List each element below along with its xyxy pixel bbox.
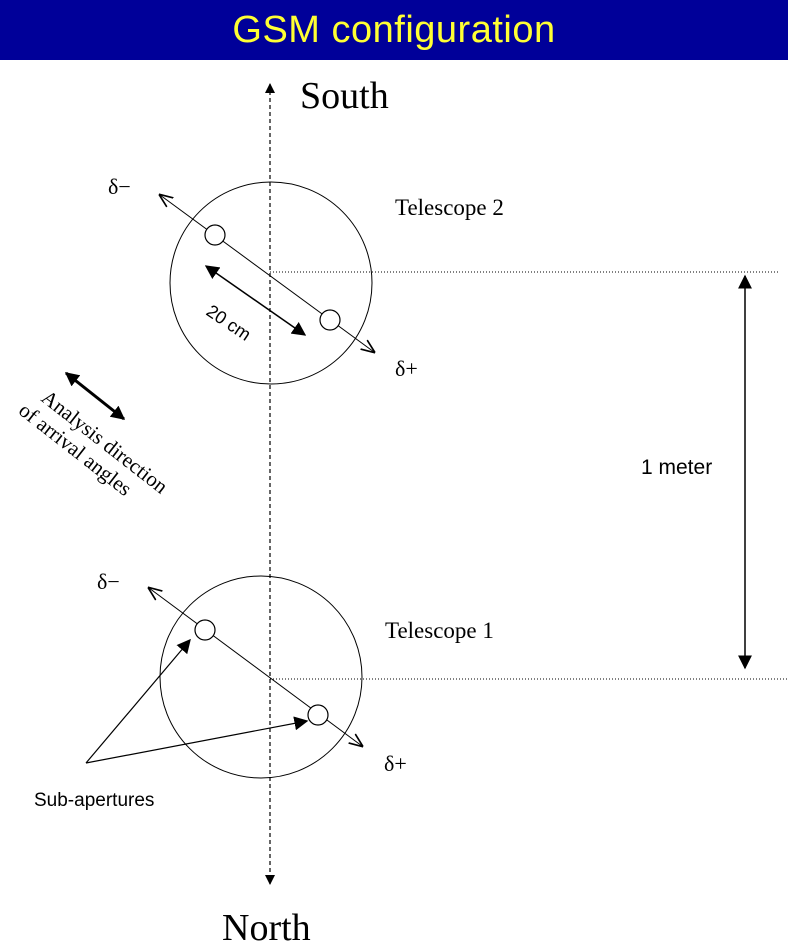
telescope-1: Telescope 1 δ− δ+ [97, 569, 494, 779]
telescope1-delta-plus: δ+ [384, 751, 407, 776]
subaperture-pointer-2 [85, 716, 309, 764]
subaperture-pointer-1 [85, 638, 191, 764]
telescope1-label: Telescope 1 [385, 618, 494, 643]
telescope2-delta-plus: δ+ [395, 356, 418, 381]
telescope2-label: Telescope 2 [395, 195, 504, 220]
telescope1-baseline-arrow [149, 588, 362, 746]
twenty-cm-arrow [204, 265, 307, 336]
telescope2-subaperture-1 [204, 224, 226, 246]
telescope1-subaperture-2 [307, 704, 329, 726]
telescope2-baseline-arrow [160, 195, 374, 352]
telescope1-delta-minus: δ− [97, 569, 120, 594]
page-title: GSM configuration [232, 8, 556, 51]
telescope2-aperture [169, 181, 373, 385]
north-label: North [222, 907, 311, 947]
telescope2-delta-minus: δ− [108, 174, 131, 199]
one-meter-label: 1 meter [641, 456, 712, 479]
telescope1-aperture [159, 575, 363, 779]
telescope2-subaperture-2 [319, 309, 341, 331]
title-bar: GSM configuration [0, 0, 788, 60]
twenty-cm-label: 20 cm [203, 301, 255, 345]
subapertures-label: Sub-apertures [34, 790, 154, 811]
analysis-direction-label: Analysis direction of arrival angles [14, 385, 173, 501]
telescope-2: 20 cm Telescope 2 δ− δ+ [108, 174, 504, 385]
south-label: South [300, 75, 389, 117]
analysis-direction-arrow [64, 371, 126, 421]
telescope1-subaperture-1 [194, 619, 216, 641]
